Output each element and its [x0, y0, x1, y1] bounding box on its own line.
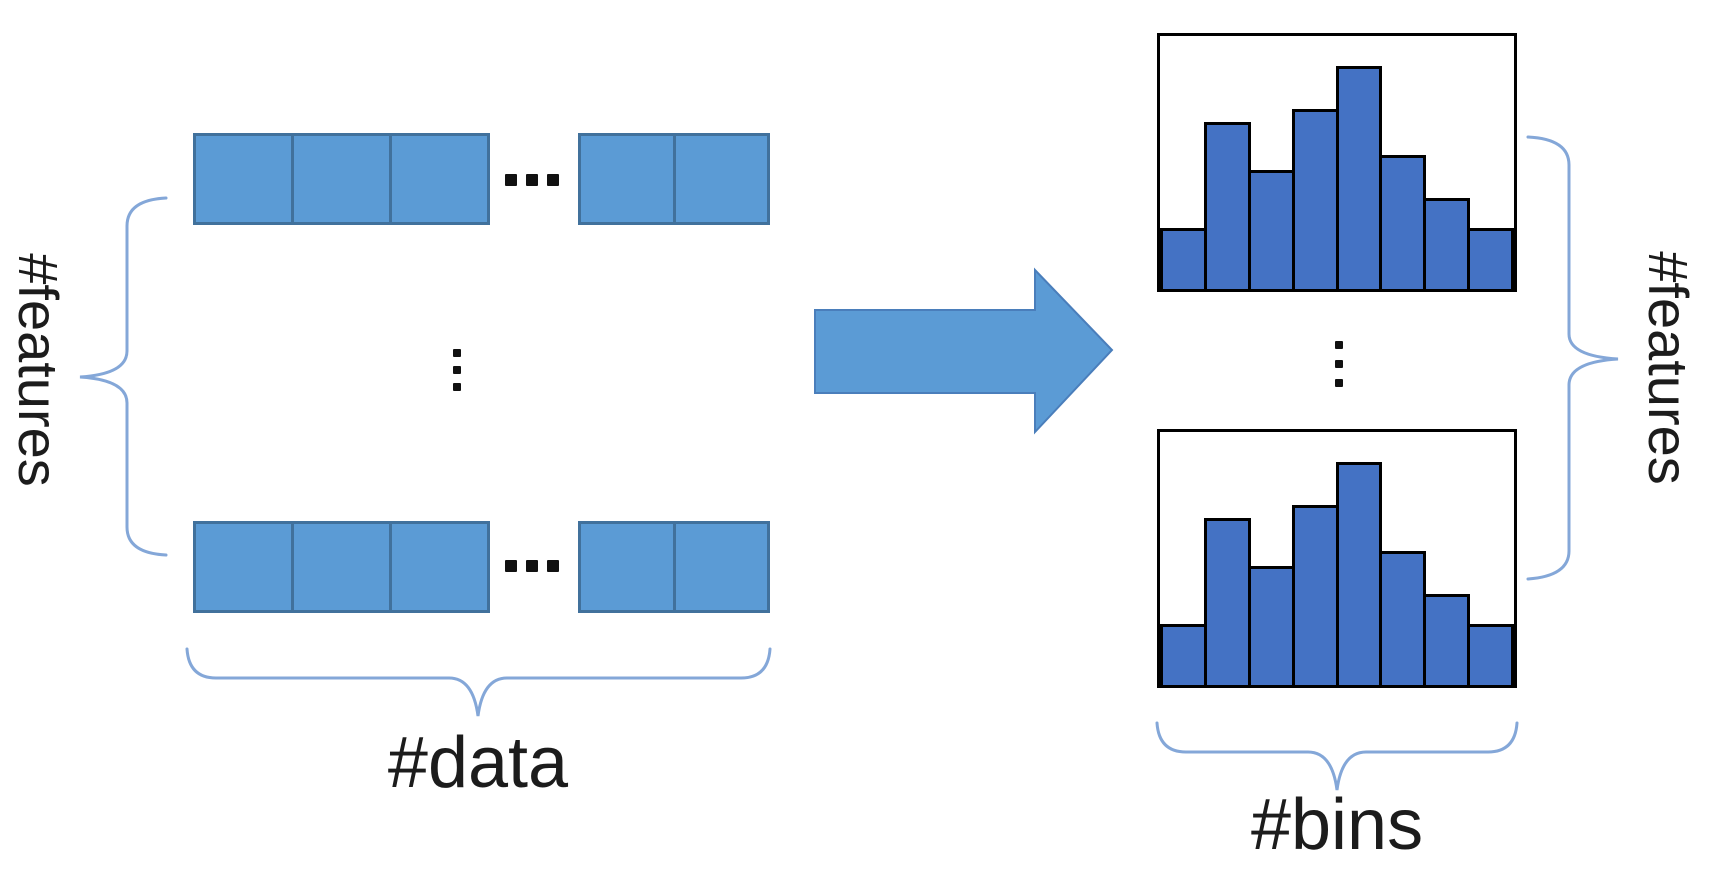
matrix-cell [193, 521, 294, 613]
bins-brace [1155, 721, 1519, 791]
ellipsis-vertical-icon [1335, 341, 1343, 387]
matrix-row-top-group-b [578, 133, 770, 225]
histogram-bar [1423, 197, 1471, 289]
data-label: #data [387, 723, 569, 803]
right-arrow [814, 267, 1114, 435]
ellipsis-horizontal-icon [505, 560, 559, 572]
matrix-cell [672, 133, 770, 225]
histogram-bar [1203, 122, 1251, 289]
matrix-cell [578, 521, 676, 613]
histogram-bar [1423, 593, 1471, 685]
matrix-cell [193, 133, 294, 225]
histogram-bar [1247, 566, 1295, 685]
histogram-bar [1379, 550, 1427, 685]
features-brace-right [1526, 135, 1619, 581]
matrix-row-top-group-a [193, 133, 490, 225]
ellipsis-horizontal-icon [505, 174, 559, 186]
histogram-bar [1335, 462, 1383, 685]
histogram-bar [1379, 154, 1427, 289]
features-label-right: #features [1637, 251, 1700, 485]
bins-label: #bins [1250, 785, 1424, 865]
histogram-bar [1467, 624, 1514, 685]
features-brace-left [79, 196, 168, 557]
matrix-cell [672, 521, 770, 613]
histogram-bar [1247, 170, 1295, 289]
matrix-cell [389, 133, 490, 225]
matrix-row-bottom-group-b [578, 521, 770, 613]
histogram-box-bottom [1157, 429, 1517, 688]
histogram-box-top [1157, 33, 1517, 292]
histogram-bar [1203, 518, 1251, 685]
histogram-bar [1160, 228, 1207, 289]
matrix-row-bottom-group-a [193, 521, 490, 613]
histogram-bar [1467, 228, 1514, 289]
histogram-bar [1335, 66, 1383, 289]
ellipsis-vertical-icon [453, 349, 461, 391]
matrix-cell [389, 521, 490, 613]
data-brace [185, 647, 772, 717]
matrix-cell [291, 521, 392, 613]
histogram-bar [1160, 624, 1207, 685]
histogram-bar [1291, 505, 1339, 685]
matrix-cell [578, 133, 676, 225]
histogram-bar [1291, 109, 1339, 289]
features-label-left: #features [7, 253, 70, 487]
matrix-cell [291, 133, 392, 225]
